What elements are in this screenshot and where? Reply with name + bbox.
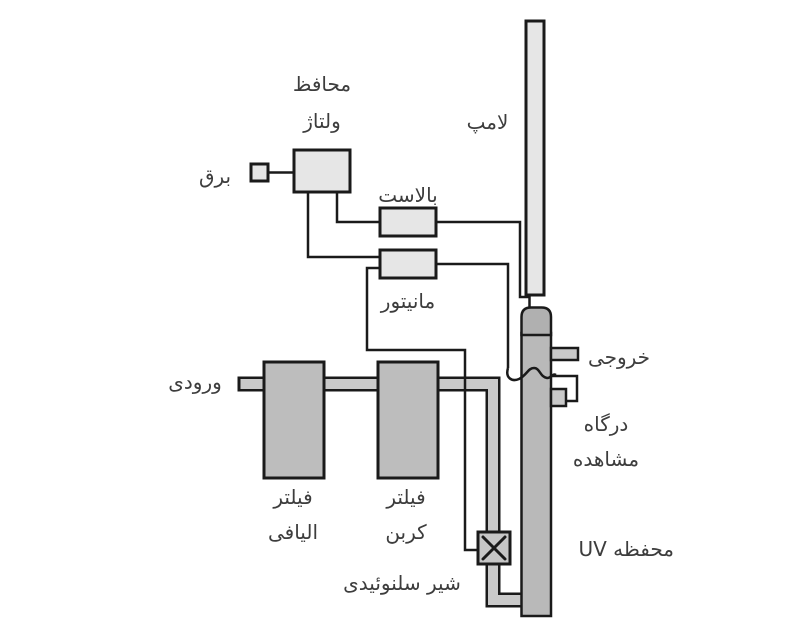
outlet-stub	[549, 346, 580, 362]
viewing-port-label-line2: مشاهده	[572, 447, 640, 471]
monitor-label: مانیتور	[380, 289, 436, 313]
fiber-filter-label: فیلتر الیافی	[247, 480, 339, 550]
power-plug	[249, 162, 270, 183]
wire-monitor-to-sensor	[436, 262, 510, 368]
voltage-protector-box	[292, 148, 352, 194]
viewing-port-label-line1: درگاه	[583, 412, 629, 436]
chamber-break-line	[506, 366, 557, 382]
viewing-port-stub	[549, 387, 568, 408]
uv-chamber-cap	[520, 306, 553, 337]
lamp-label: لامپ	[466, 110, 509, 134]
carbon-filter-housing	[376, 360, 440, 480]
water-pipe	[239, 379, 523, 605]
wire-protector-to-monitor	[306, 192, 380, 259]
outlet-label: خروجی	[587, 345, 651, 369]
power-label: برق	[198, 164, 232, 188]
carbon-filter-label: فیلتر کربن	[360, 480, 452, 550]
fiber-filter-label-line2: الیافی	[267, 520, 318, 544]
wire-ballast-to-lamp	[436, 220, 531, 308]
wire-protector-to-ballast	[335, 192, 380, 224]
uv-lamp-tube	[524, 19, 546, 297]
carbon-filter-label-line2: کربن	[385, 520, 427, 544]
wire-monitor-to-valve	[365, 266, 479, 552]
solenoid-valve-label: شیر سلنوئیدی	[343, 571, 461, 595]
valve-x-icon	[481, 535, 507, 561]
ballast-box	[378, 206, 438, 238]
monitor-box	[378, 248, 438, 280]
viewing-port-outline	[551, 374, 579, 403]
inlet-label: ورودی	[168, 370, 222, 394]
ballast-label: بالاست	[378, 183, 438, 207]
fiber-filter-label-line1: فیلتر	[273, 485, 313, 509]
voltage-protector-label-line1: محافظ	[292, 72, 352, 96]
voltage-protector-label-line2: ولتاژ	[303, 109, 341, 133]
viewing-port-label: درگاه مشاهده	[556, 407, 656, 477]
carbon-filter-label-line1: فیلتر	[386, 485, 426, 509]
fiber-filter-housing	[262, 360, 326, 480]
uv-chamber-body	[520, 331, 553, 618]
uv-chamber-label: محفظه UV	[578, 537, 674, 561]
voltage-protector-label: محافظ ولتاژ	[272, 66, 372, 140]
